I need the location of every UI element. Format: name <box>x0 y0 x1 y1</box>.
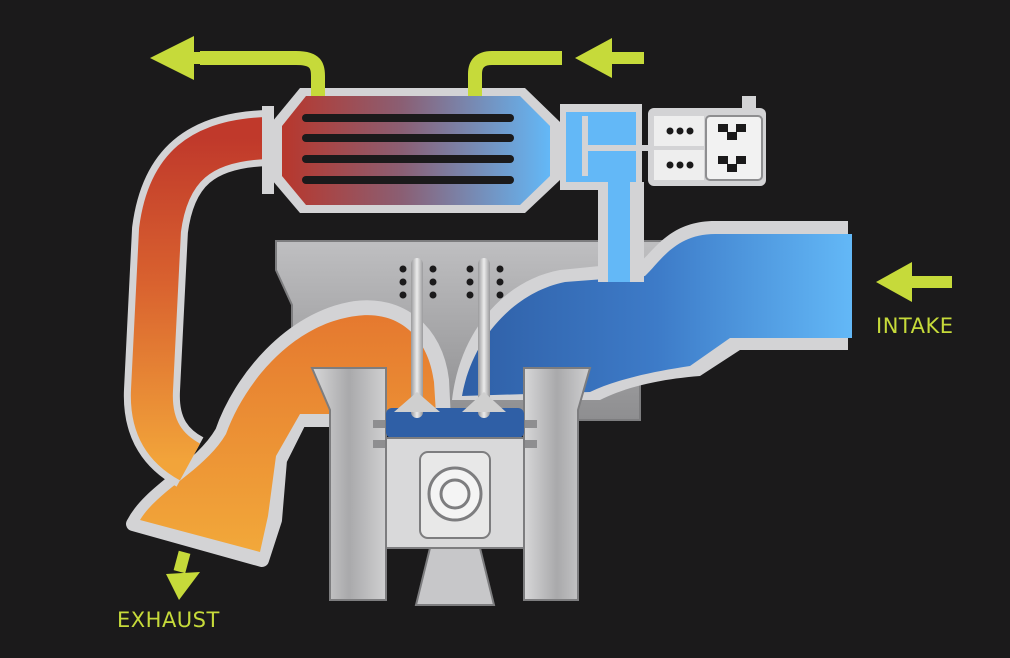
valve-spring-holes-left <box>399 265 437 299</box>
exhaust-label: EXHAUST <box>117 608 220 632</box>
connector-icon <box>718 124 746 172</box>
cooler-tubes <box>302 114 514 184</box>
left-arrow-icon <box>876 262 952 302</box>
left-arrow-icon <box>150 36 206 80</box>
intake-manifold <box>452 221 852 400</box>
left-arrow-icon <box>575 38 644 78</box>
valve-spring-holes-right <box>466 265 504 299</box>
exhaust-pipe <box>123 110 270 487</box>
engine-block <box>310 367 592 606</box>
egr-cooler <box>200 51 562 213</box>
valves <box>394 258 506 418</box>
egr-valve <box>560 96 766 282</box>
intake-label: INTAKE <box>876 314 954 338</box>
down-arrow-icon <box>166 550 200 600</box>
